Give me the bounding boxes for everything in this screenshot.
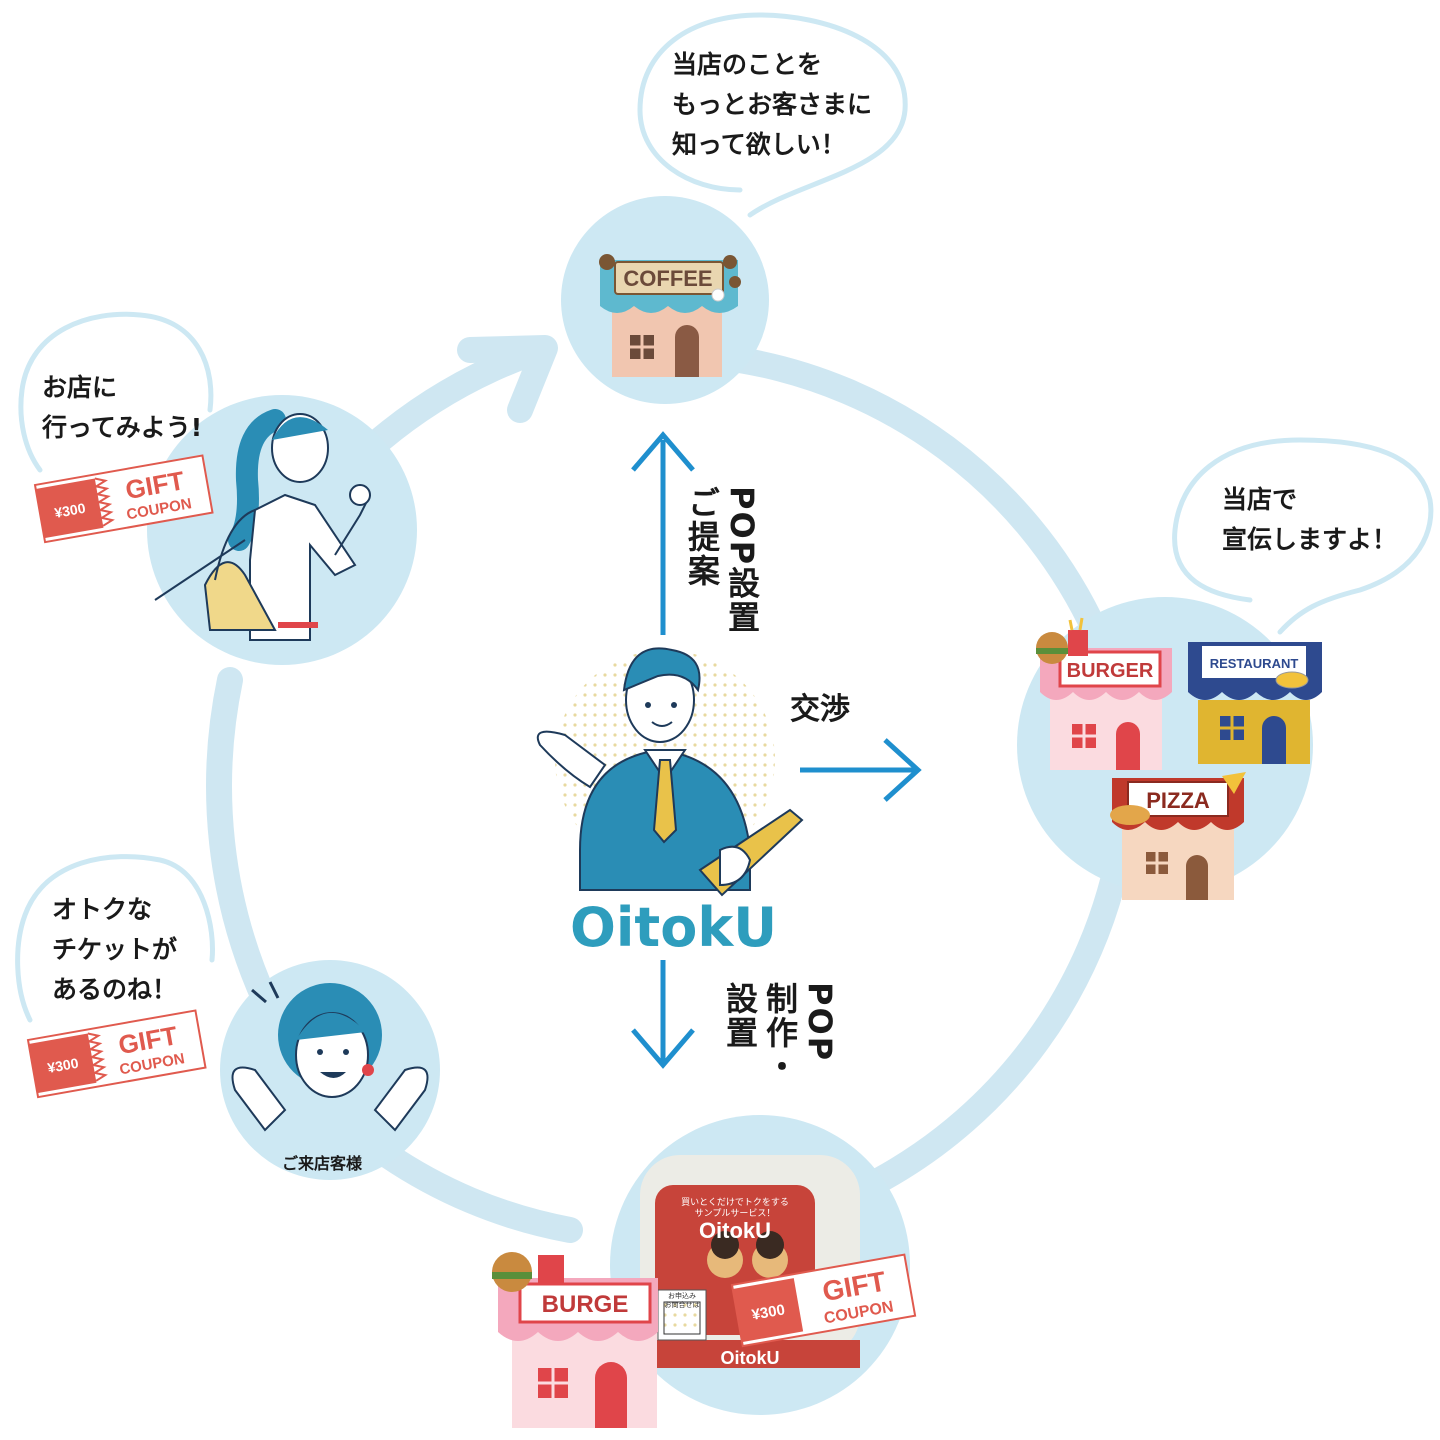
arrow-right xyxy=(800,738,922,802)
speech-bubble-customer xyxy=(15,854,215,1023)
bubble-coffee-line-3: 知って欲しい！ xyxy=(672,130,846,159)
bubble-restaurants-text: 当店で 宣伝しますよ！ xyxy=(1222,480,1397,560)
pizza-shop-icon xyxy=(1110,772,1246,900)
speech-bubble-restaurants xyxy=(1172,437,1434,635)
customer-node xyxy=(220,960,440,1180)
pop-stand-brand: OitokU xyxy=(699,1218,771,1243)
coupon-customer-price: ¥300 xyxy=(46,1055,80,1076)
burger-sign-text: BURGER xyxy=(1067,660,1154,682)
arrow-down-label-col1: POP xyxy=(801,982,839,1063)
arrow-up-label-col2: ご提案 xyxy=(683,486,721,588)
coffee-shop-node xyxy=(561,196,769,404)
customer-caption: ご来店客様 xyxy=(282,1154,363,1173)
bottom-burger-shop-icon xyxy=(492,1252,658,1428)
bubble-customer-line-1: オトクな xyxy=(52,895,153,924)
arrow-down-label-col2: 制作・ xyxy=(761,982,799,1084)
coffee-shop-icon xyxy=(599,254,741,377)
bubble-coffee-text: 当店のことを もっとお客さまに 知って欲しい！ xyxy=(672,45,872,165)
bubble-restaurants-line-1: 当店で xyxy=(1222,485,1298,514)
restaurant-sign-text: RESTAURANT xyxy=(1210,656,1299,671)
bubble-customer-text: オトクな チケットが あるのね！ xyxy=(52,890,177,1010)
arrow-up-label-col1: POP設置 xyxy=(723,486,761,635)
customer-illustration xyxy=(231,981,429,1132)
bubble-woman-text: お店に 行ってみよう! xyxy=(42,368,202,448)
brand-logo-text: OitokU xyxy=(570,896,778,959)
pop-base-text: OitokU xyxy=(720,1348,779,1368)
bubble-coffee-line-1: 当店のことを xyxy=(672,50,823,79)
pop-qr-note-2: お問合せは xyxy=(665,1300,700,1309)
pop-tagline-2: サンプルサービス！ xyxy=(695,1208,776,1219)
coupon-woman-price: ¥300 xyxy=(53,500,87,521)
pop-qr-note-1: お申込み xyxy=(668,1291,696,1300)
bubble-woman-line-2: 行ってみよう! xyxy=(42,413,203,442)
pop-tagline-1: 買いとくだけでトクをする xyxy=(681,1197,789,1208)
burger-shop-icon xyxy=(1036,617,1172,770)
arrow-up xyxy=(631,431,695,635)
bubble-coffee-line-2: もっとお客さまに xyxy=(672,90,873,119)
restaurant-shop-icon xyxy=(1188,642,1322,764)
coupon-pop-price: ¥300 xyxy=(750,1301,786,1324)
arrow-down xyxy=(631,960,695,1069)
shopping-woman-node xyxy=(147,395,417,665)
bubble-restaurants-line-2: 宣伝しますよ！ xyxy=(1222,525,1398,554)
flow-ring xyxy=(206,335,1133,1243)
coupon-pop xyxy=(730,1253,917,1348)
restaurants-node xyxy=(1017,597,1322,900)
bottom-burger-sign-text: BURGE xyxy=(542,1291,629,1318)
pizza-sign-text: PIZZA xyxy=(1146,788,1210,813)
bubble-customer-line-2: チケットが xyxy=(52,935,178,964)
speech-bubble-woman xyxy=(18,311,214,473)
coffee-sign-text: COFFEE xyxy=(623,266,712,291)
arrow-down-label-col3: 設置 xyxy=(721,982,759,1050)
shopping-woman-illustration xyxy=(154,409,371,641)
bubble-woman-line-1: お店に xyxy=(42,373,118,402)
salesman-illustration xyxy=(536,647,804,897)
salesman-node xyxy=(536,647,804,897)
speech-bubble-coffee xyxy=(637,12,908,218)
arrow-right-label: 交渉 xyxy=(790,692,850,727)
bubble-customer-line-3: あるのね！ xyxy=(52,975,178,1004)
